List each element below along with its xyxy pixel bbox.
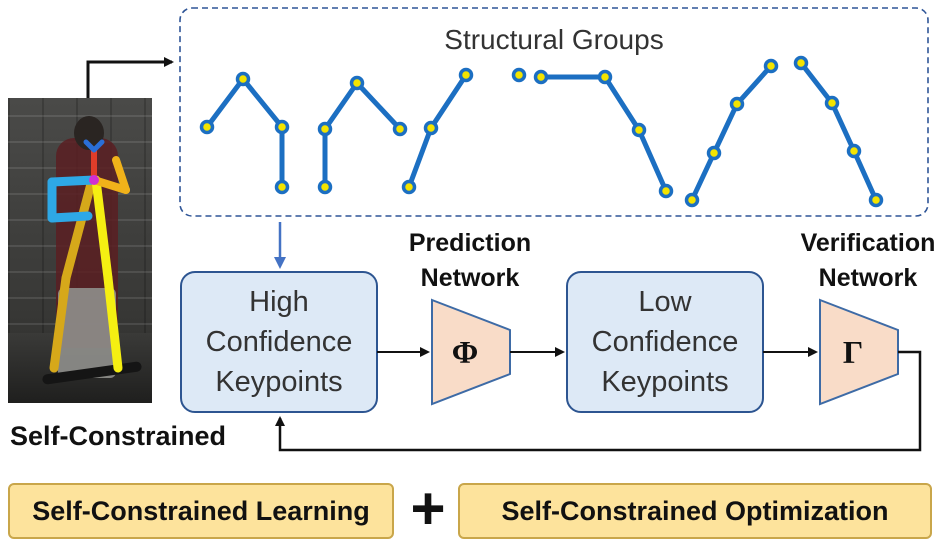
keypoint xyxy=(392,121,408,137)
prediction-network-shape xyxy=(431,298,511,406)
photo-to-groups-arrow xyxy=(86,57,174,98)
learning-text: Self-Constrained Learning xyxy=(32,495,370,526)
keypoint xyxy=(401,179,417,195)
feedback-loop-arrow xyxy=(275,350,922,452)
group-4-lines xyxy=(538,74,669,194)
group-5-lines xyxy=(689,63,774,203)
right-shin xyxy=(103,273,123,373)
low-confidence-box xyxy=(566,271,764,413)
keypoint xyxy=(317,179,333,195)
head-right xyxy=(91,139,105,153)
gamma-symbol: Γ xyxy=(842,334,864,370)
keypoint xyxy=(274,119,290,135)
keypoint xyxy=(423,120,439,136)
pose-skeleton xyxy=(47,139,130,373)
verification-network-shape xyxy=(819,298,899,406)
prediction-line-1: Prediction xyxy=(408,229,532,257)
keypoint xyxy=(533,69,549,85)
right-shoulder xyxy=(90,176,130,194)
left-thigh xyxy=(61,175,97,283)
group-2-lines xyxy=(322,80,403,190)
high-line-3: Keypoints xyxy=(215,366,343,398)
group-6-lines xyxy=(798,60,879,203)
high-line-1: High xyxy=(249,286,309,318)
low-confidence-label: Low Confidence Keypoints xyxy=(567,282,763,402)
verification-line-1: Verification xyxy=(800,229,936,257)
keypoint xyxy=(763,58,779,74)
keypoint xyxy=(511,67,527,83)
verification-network-label: Verification Network xyxy=(786,226,950,296)
keypoint xyxy=(846,143,862,159)
structural-groups-box xyxy=(179,7,929,217)
self-constrained-optimization-pill: Self-Constrained Optimization xyxy=(458,483,932,539)
keypoint xyxy=(317,121,333,137)
keypoint xyxy=(631,122,647,138)
high-confidence-box xyxy=(180,271,378,413)
keypoint xyxy=(199,119,215,135)
left-shoulder xyxy=(47,175,99,187)
keypoint xyxy=(706,145,722,161)
low-line-3: Keypoints xyxy=(601,366,729,398)
keypoint xyxy=(658,183,674,199)
keypoint xyxy=(684,192,700,208)
keypoint xyxy=(729,96,745,112)
phi-symbol: Φ xyxy=(451,334,479,370)
plus-sign: + xyxy=(410,475,446,542)
input-photo xyxy=(8,98,152,403)
left-forearm xyxy=(47,211,93,223)
pelvis-joint xyxy=(89,175,99,185)
keypoint xyxy=(349,75,365,91)
keypoint xyxy=(274,179,290,195)
keypoint xyxy=(235,71,251,87)
prediction-network-label: Prediction Network xyxy=(388,226,552,296)
left-shin xyxy=(49,273,71,373)
self-constrained-label: Self-Constrained xyxy=(10,421,227,451)
group-1-lines xyxy=(204,76,285,190)
verification-line-2: Network xyxy=(818,264,918,292)
right-thigh xyxy=(91,175,113,283)
keypoint xyxy=(793,55,809,71)
optimization-text: Self-Constrained Optimization xyxy=(501,495,889,526)
high-confidence-label: High Confidence Keypoints xyxy=(181,282,377,402)
keypoint xyxy=(824,95,840,111)
keypoint xyxy=(458,67,474,83)
prediction-line-2: Network xyxy=(420,264,520,292)
high-line-2: Confidence xyxy=(205,326,353,358)
low-line-2: Confidence xyxy=(591,326,739,358)
keypoint xyxy=(597,69,613,85)
structural-groups-title: Structural Groups xyxy=(444,24,664,55)
right-arm xyxy=(112,156,130,194)
keypoint xyxy=(868,192,884,208)
low-line-1: Low xyxy=(638,286,692,318)
self-constrained-learning-pill: Self-Constrained Learning xyxy=(8,483,394,539)
